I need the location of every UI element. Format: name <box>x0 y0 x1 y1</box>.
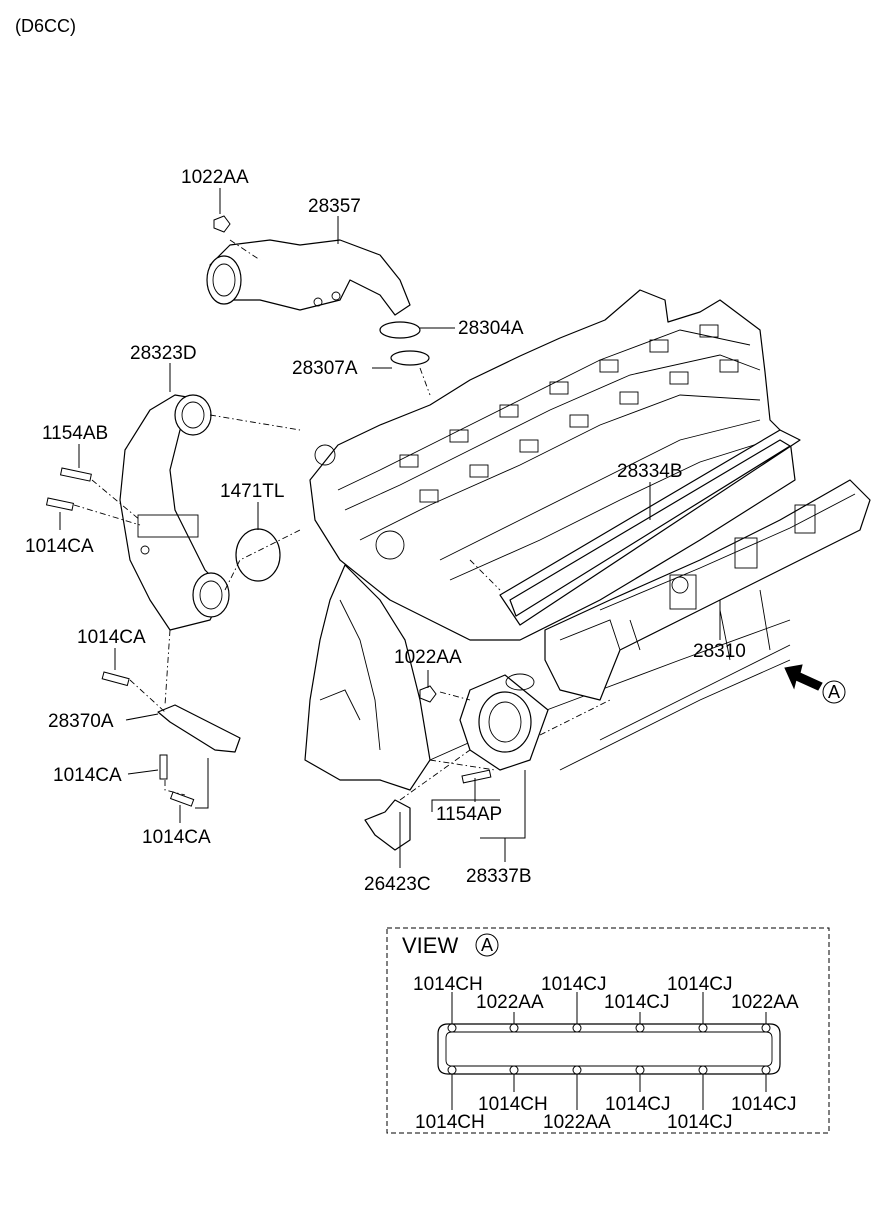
view-a-title: VIEW <box>402 933 458 958</box>
view-a-top-label-1: 1014CH <box>413 974 483 995</box>
label-1022aa-mid: 1022AA <box>394 647 462 668</box>
view-a-top-label-5: 1014CJ <box>667 974 733 995</box>
view-a-top-label-3: 1014CJ <box>541 974 607 995</box>
label-1154ap: 1154AP <box>436 804 502 825</box>
fasteners-drawing <box>45 467 492 807</box>
view-a-bottom-label-1: 1014CH <box>415 1112 485 1133</box>
label-26423c: 26423C <box>364 874 431 895</box>
support-bracket-drawing <box>364 799 411 851</box>
view-a-bottom-label-6: 1014CJ <box>731 1094 797 1115</box>
label-1014ca-bracket-b: 1014CA <box>142 827 211 848</box>
manifold-gasket-drawing <box>499 429 801 626</box>
engine-model-label: (D6CC) <box>15 16 76 36</box>
hose-clamp-drawing <box>379 321 421 339</box>
view-a-bottom-label-5: 1014CJ <box>667 1112 733 1133</box>
view-a-top-label-6: 1022AA <box>731 992 799 1013</box>
bracket-drawing <box>157 704 241 753</box>
intake-pipe-drawing <box>119 394 230 631</box>
label-28323d: 28323D <box>130 343 197 364</box>
label-1022aa-top: 1022AA <box>181 167 249 188</box>
o-ring-drawing <box>390 350 430 366</box>
view-a-top-label-4: 1014CJ <box>604 992 670 1013</box>
view-a-gasket <box>437 1023 781 1075</box>
view-a-top-label-2: 1022AA <box>476 992 544 1013</box>
label-1014ca-left: 1014CA <box>25 536 94 557</box>
assembly-centerlines <box>73 239 611 801</box>
label-1014ca-bracket-a: 1014CA <box>53 765 122 786</box>
label-1471tl: 1471TL <box>220 481 284 502</box>
label-28337b: 28337B <box>466 866 532 887</box>
label-28334b: 28334B <box>617 461 683 482</box>
view-a-box <box>386 927 830 1134</box>
view-a-bottom-label-3: 1022AA <box>543 1112 611 1133</box>
view-a-detail: VIEW A 1014CH 1022AA 1014CJ 1014CJ <box>386 927 830 1134</box>
label-28357: 28357 <box>308 196 361 217</box>
view-a-marker-letter: A <box>828 682 840 702</box>
label-28304a: 28304A <box>458 318 524 339</box>
view-a-bottom-label-4: 1014CJ <box>605 1094 671 1115</box>
intake-manifold-drawing <box>544 479 871 701</box>
part-labels: 1022AA 28357 28304A 28307A 28323D 1154AB… <box>25 167 746 895</box>
elbow-drawing <box>459 673 549 771</box>
clamp-1471tl-drawing <box>235 528 281 582</box>
leader-lines <box>59 188 721 868</box>
label-28370a: 28370A <box>48 711 114 732</box>
label-1014ca-mid: 1014CA <box>77 627 146 648</box>
view-a-arrow: A <box>784 664 846 704</box>
inlet-duct-drawing <box>206 215 411 316</box>
label-28307a: 28307A <box>292 358 358 379</box>
label-28310: 28310 <box>693 641 746 662</box>
engine-block-drawing <box>304 289 796 791</box>
view-a-title-letter: A <box>481 935 493 955</box>
label-1154ab: 1154AB <box>42 423 108 444</box>
view-a-bottom-label-2: 1014CH <box>478 1094 548 1115</box>
